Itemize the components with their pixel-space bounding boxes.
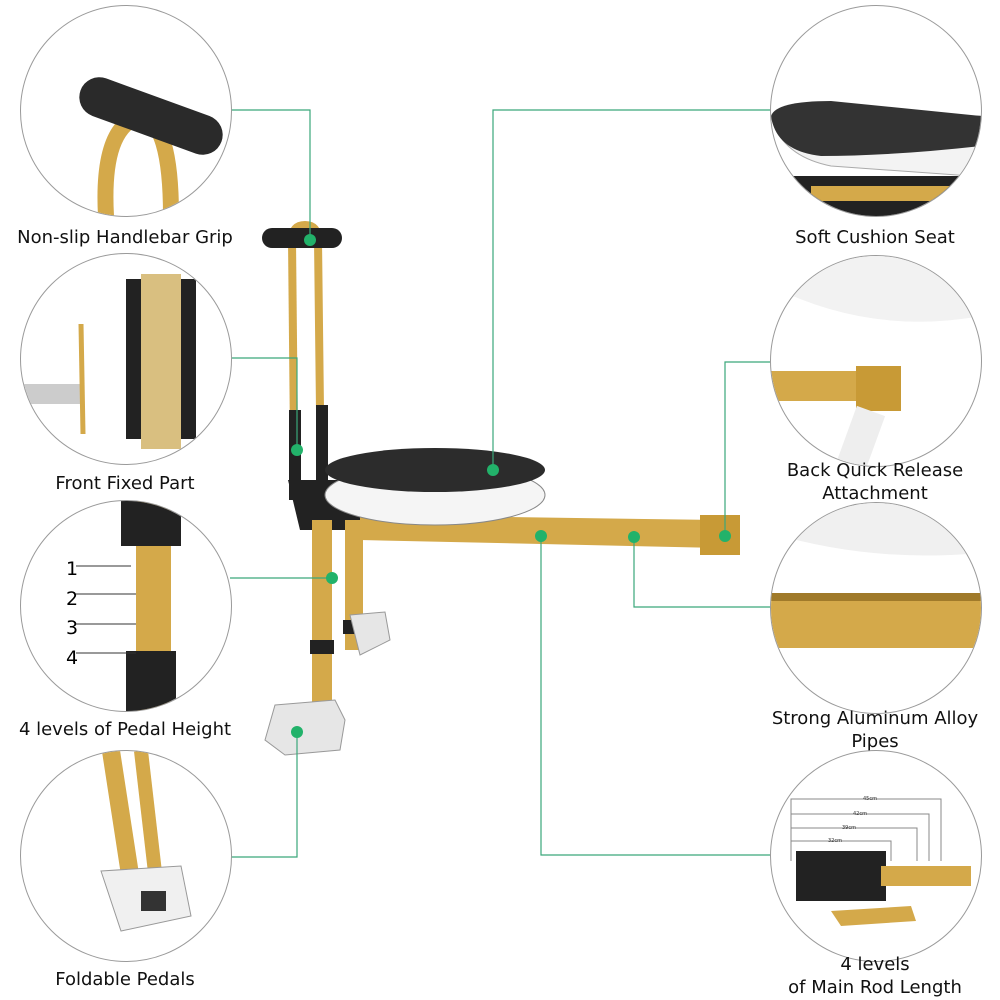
alloy-pipes-detail	[770, 502, 982, 714]
label-pedal-height: 4 levels of Pedal Height	[18, 719, 232, 740]
label-front-fixed-part: Front Fixed Part	[55, 473, 195, 494]
label-handlebar-grip: Non-slip Handlebar Grip	[17, 227, 233, 248]
foldable-pedals-detail	[20, 750, 232, 962]
level-1: 1	[66, 558, 79, 580]
dim-45cm: 45cm	[863, 796, 877, 802]
label-foldable-pedals: Foldable Pedals	[55, 969, 195, 990]
dim-42cm: 42cm	[853, 811, 867, 817]
main-rod-length-detail: 45cm 42cm 39cm 32cm	[770, 750, 982, 962]
pedal-height-detail: 1 2 3 4	[20, 500, 232, 712]
handlebar-grip-detail	[20, 5, 232, 217]
callout-dots	[291, 234, 731, 738]
level-4: 4	[66, 646, 79, 669]
level-3: 3	[66, 617, 79, 639]
label-cushion-seat: Soft Cushion Seat	[795, 227, 955, 248]
product-seat-drawing	[262, 220, 740, 756]
dim-32cm: 32cm	[828, 838, 842, 844]
level-2: 2	[66, 587, 79, 610]
dim-39cm: 39cm	[842, 825, 856, 831]
quick-release-detail	[770, 255, 982, 467]
callout-lines	[230, 109, 770, 858]
cushion-seat-detail	[770, 5, 982, 217]
front-fixed-part-detail	[20, 253, 232, 465]
